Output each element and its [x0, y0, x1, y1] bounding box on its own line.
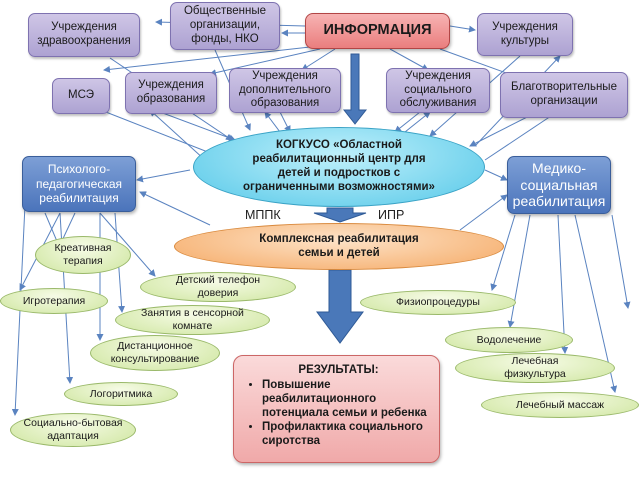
results-item: Профилактика социального сиротства — [262, 420, 429, 448]
down-arrow-center-to-complex — [313, 207, 367, 223]
children-helpline-ellipse: Детский телефон доверия — [140, 272, 296, 302]
therapeutic-massage-ellipse: Лечебный массаж — [481, 392, 639, 418]
ipr-label: ИПР — [378, 208, 405, 222]
physiotherapy-ellipse: Физиопроцедуры — [360, 290, 516, 315]
results-list: Повышение реабилитационного потенциала с… — [248, 378, 429, 448]
culture-institutions-box: Учреждения культуры — [477, 13, 573, 56]
results-item: Повышение реабилитационного потенциала с… — [262, 378, 429, 420]
logorhythmics-ellipse: Логоритмика — [64, 382, 178, 406]
psych-pedagogical-rehabilitation-box: Психолого- педагогическая реабилитация — [22, 156, 136, 212]
charity-organizations-box: Благотворительные организации — [500, 72, 628, 118]
hydrotherapy-ellipse: Водолечение — [445, 327, 573, 353]
extra-education-institutions-box: Учреждения дополнительного образования — [229, 68, 341, 113]
health-institutions-box: Учреждения здравоохранения — [28, 13, 140, 57]
complex-rehabilitation-ellipse: Комплексная реабилитация семьи и детей — [174, 223, 504, 270]
results-title: РЕЗУЛЬТАТЫ: — [298, 364, 379, 376]
medical-social-rehabilitation-box: Медико- социальная реабилитация — [507, 156, 611, 214]
sensory-room-ellipse: Занятия в сенсорной комнате — [115, 305, 270, 335]
play-therapy-ellipse: Игротерапия — [0, 288, 108, 314]
social-adaptation-ellipse: Социально-бытовая адаптация — [10, 413, 136, 447]
mse-box: МСЭ — [52, 78, 110, 114]
public-organizations-box: Общественные организации, фонды, НКО — [170, 2, 280, 50]
therapeutic-exercise-ellipse: Лечебная физкультура — [455, 353, 615, 383]
education-institutions-box: Учреждения образования — [125, 72, 217, 114]
results-box: РЕЗУЛЬТАТЫ: Повышение реабилитационного … — [233, 355, 440, 463]
down-arrow-info-to-center — [342, 53, 368, 125]
remote-consulting-ellipse: Дистанционное консультирование — [90, 335, 220, 371]
mppk-label: МППК — [245, 208, 281, 222]
social-service-institutions-box: Учреждения социального обслуживания — [386, 68, 490, 113]
information-box: ИНФОРМАЦИЯ — [305, 13, 450, 49]
down-arrow-complex-to-results — [316, 269, 364, 344]
rehabilitation-center-ellipse: КОГКУСО «Областной реабилитационный цент… — [193, 127, 485, 207]
creative-therapy-ellipse: Креативная терапия — [35, 236, 131, 274]
